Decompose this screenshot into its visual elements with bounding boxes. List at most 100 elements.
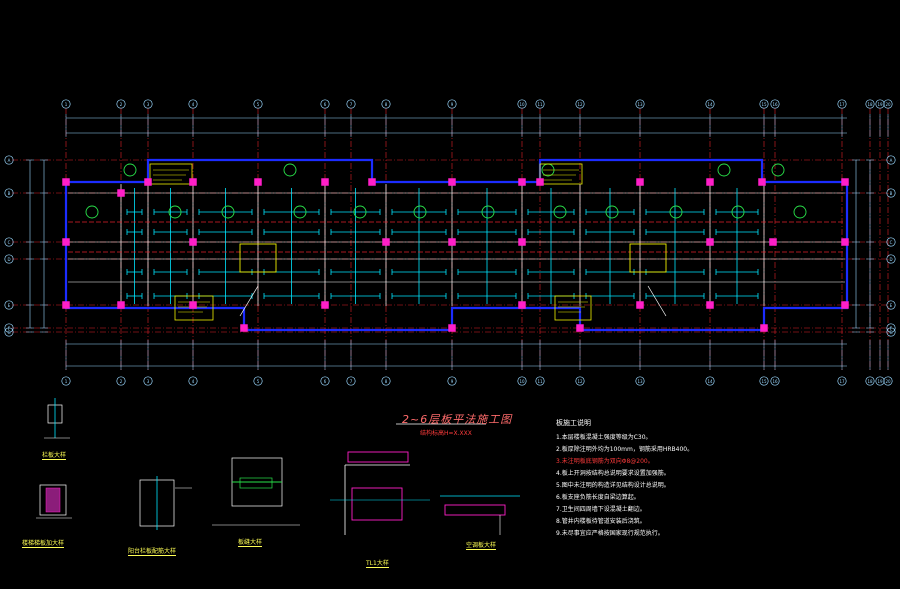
column (758, 178, 766, 186)
note-item: 1.本层楼板混凝土强度等级为C30。 (556, 434, 652, 441)
axis-bubble-left-label: A (8, 158, 11, 163)
axis-bubble-bottom-label: 19 (877, 379, 883, 384)
axis-bubble-top (61, 99, 71, 109)
note-item: 2.板厚除注明外均为100mm，钢筋采用HRB400。 (556, 446, 694, 453)
column (636, 178, 644, 186)
column (321, 301, 329, 309)
axis-bubble-left (4, 188, 14, 198)
axis-bubble-right-label: G (889, 330, 892, 335)
axis-bubble-top (837, 99, 847, 109)
slab-tag (413, 205, 427, 219)
column (706, 178, 714, 186)
drawing-title: 2~6层板平法施工图 (402, 413, 513, 426)
axis-bubble-top (759, 99, 769, 109)
axis-bubble-bottom (635, 376, 645, 386)
axis-bubble-left (4, 254, 14, 264)
axis-bubble-bottom-label: 10 (519, 379, 525, 384)
construction-notes: 板施工说明 1.本层楼板混凝土强度等级为C30。2.板厚除注明外均为100mm，… (556, 418, 876, 540)
axis-bubble-top-label: 10 (519, 102, 525, 107)
drawing-subtitle: 结构标高H=X.XXX (420, 430, 472, 437)
stair-diagonal (647, 285, 667, 317)
axis-bubble-top-label: 19 (877, 102, 883, 107)
detail-caption: 栏板大样 (42, 452, 67, 460)
axis-bubble-right (886, 327, 896, 337)
slab-tag (168, 205, 182, 219)
slab-tag (605, 205, 619, 219)
column (144, 178, 152, 186)
column (117, 189, 125, 197)
axis-bubble-top-label: 18 (867, 102, 873, 107)
tl1-detail-box (351, 487, 403, 521)
column (841, 178, 849, 186)
axis-bubble-top-label: 1 (65, 102, 68, 107)
axis-bubble-bottom-label: 18 (867, 379, 873, 384)
notes-list: 1.本层楼板混凝土强度等级为C30。 2.板厚除注明外均为100mm，钢筋采用HR… (556, 432, 876, 540)
axis-bubble-top (253, 99, 263, 109)
stair-detail-outline (39, 484, 67, 516)
axis-bubble-top (635, 99, 645, 109)
axis-bubble-top-label: 8 (385, 102, 388, 107)
axis-bubble-bottom (381, 376, 391, 386)
detail-caption: 板缝大样 (238, 539, 263, 547)
axis-bubble-left (4, 327, 14, 337)
slab-tag (221, 205, 235, 219)
column (321, 178, 329, 186)
axis-bubble-right (886, 323, 896, 333)
axis-bubble-top (883, 99, 893, 109)
note-item: 7.卫生间四周墙下设混凝土翻边。 (556, 506, 646, 513)
axis-bubble-top-label: 17 (839, 102, 845, 107)
axis-bubble-left (4, 300, 14, 310)
axis-bubble-top-label: 20 (885, 102, 891, 107)
axis-bubble-right (886, 254, 896, 264)
slab-note-box (539, 163, 583, 185)
axis-bubble-bottom-label: 15 (761, 379, 767, 384)
axis-bubble-bottom-label: 17 (839, 379, 845, 384)
column (518, 238, 526, 246)
axis-bubble-top-label: 7 (350, 102, 353, 107)
axis-bubble-right (886, 237, 896, 247)
axis-bubble-top (381, 99, 391, 109)
slab-tag (85, 205, 99, 219)
stair-beam (239, 243, 277, 273)
column (254, 178, 262, 186)
axis-bubble-top-label: 13 (637, 102, 643, 107)
slab-tag (283, 163, 297, 177)
slab-tag (293, 205, 307, 219)
axis-bubble-left-label: C (8, 240, 11, 245)
column (518, 301, 526, 309)
axis-bubble-bottom-label: 8 (385, 379, 388, 384)
axis-bubble-top (575, 99, 585, 109)
note-item: 9.未尽事宜应严格按国家现行规范执行。 (556, 530, 664, 537)
axis-bubble-top-label: 16 (772, 102, 778, 107)
axis-bubble-top (447, 99, 457, 109)
axis-bubble-bottom (320, 376, 330, 386)
axis-bubble-left (4, 323, 14, 333)
column (448, 324, 456, 332)
axis-bubble-bottom (705, 376, 715, 386)
axis-bubble-top (535, 99, 545, 109)
slab-note-box (174, 295, 214, 321)
slab-tag (717, 163, 731, 177)
axis-bubble-right-label: B (890, 191, 893, 196)
axis-bubble-top (188, 99, 198, 109)
axis-bubble-left-label: D (7, 257, 10, 262)
axis-bubble-bottom-label: 1 (65, 379, 68, 384)
axis-bubble-bottom (535, 376, 545, 386)
axis-bubble-bottom (116, 376, 126, 386)
column (240, 324, 248, 332)
column (760, 324, 768, 332)
slab-tag (481, 205, 495, 219)
axis-bubble-bottom (759, 376, 769, 386)
axis-bubble-bottom (188, 376, 198, 386)
stair-beam (629, 243, 667, 273)
axis-bubble-bottom-label: 3 (147, 379, 150, 384)
axis-bubble-bottom-label: 2 (120, 379, 123, 384)
axis-bubble-bottom (517, 376, 527, 386)
tl1-detail-beam (347, 451, 409, 463)
axis-bubble-top-label: 3 (147, 102, 150, 107)
column (189, 238, 197, 246)
axis-bubble-left-label: F (8, 326, 11, 331)
note-item: 5.图中未注明的构造详见结构设计总说明。 (556, 482, 670, 489)
column (62, 178, 70, 186)
axis-bubble-bottom-label: 16 (772, 379, 778, 384)
